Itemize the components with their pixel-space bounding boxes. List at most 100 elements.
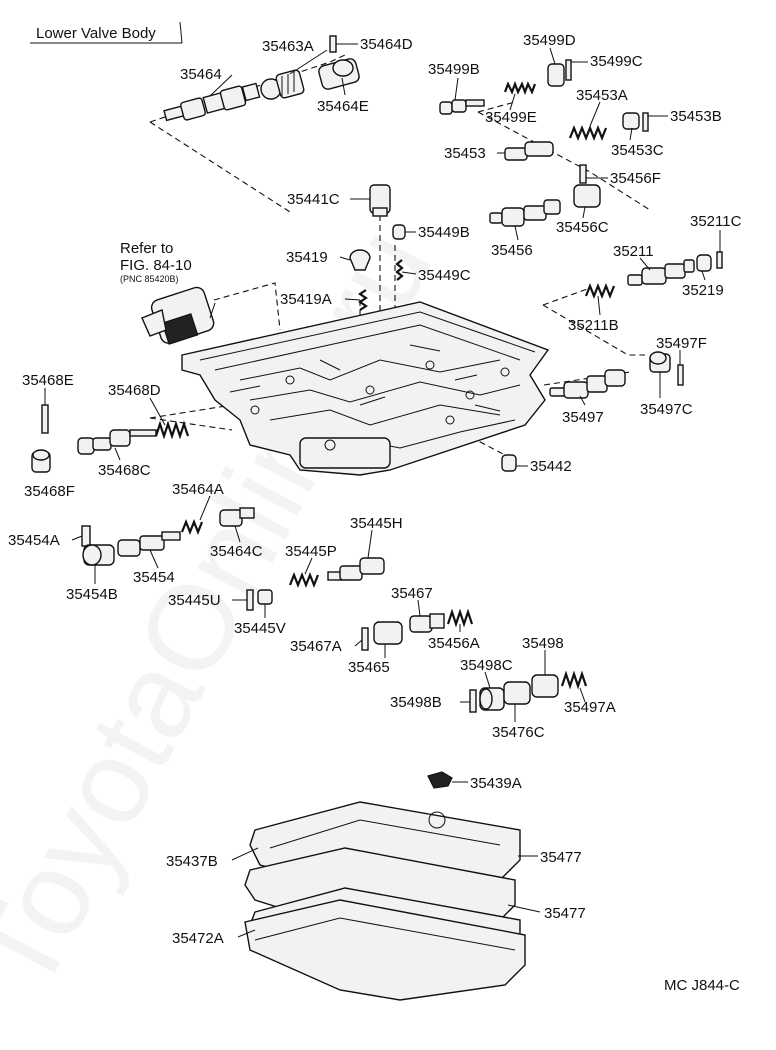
label-35439A: 35439A (470, 775, 522, 792)
label-35456F: 35456F (610, 170, 661, 187)
label-35467A: 35467A (290, 638, 342, 655)
label-35464D: 35464D (360, 36, 413, 53)
leader-lines (44, 43, 721, 938)
label-35454B: 35454B (66, 586, 118, 603)
spring-35449C (395, 259, 404, 281)
pin-35497F (677, 364, 684, 386)
label-35445H: 35445H (350, 515, 403, 532)
spring-35211B (584, 283, 616, 299)
pin-35445U (246, 589, 254, 611)
label-35442: 35442 (530, 458, 572, 475)
spring-35456A (446, 608, 474, 628)
valve-35467 (409, 613, 445, 633)
refer-note-line2: FIG. 84-10 (120, 257, 192, 274)
ball-35449B (392, 224, 406, 240)
pin-35456F (579, 164, 587, 184)
spring-35468D (154, 420, 190, 440)
pin-35498B (469, 689, 477, 713)
label-35464A: 35464A (172, 481, 224, 498)
label-35498B: 35498B (390, 694, 442, 711)
label-35499E: 35499E (485, 109, 537, 126)
label-35453: 35453 (444, 145, 486, 162)
label-35445U: 35445U (168, 592, 221, 609)
valve-35464C (219, 507, 255, 527)
pin-35468E (41, 404, 49, 434)
label-35476C: 35476C (492, 724, 545, 741)
label-35464: 35464 (180, 66, 222, 83)
label-35499B: 35499B (428, 61, 480, 78)
spring-35464A (180, 519, 204, 535)
label-35419A: 35419A (280, 291, 332, 308)
valve-35497 (549, 369, 626, 399)
pin-35454A (81, 525, 91, 547)
label-35456C: 35456C (556, 219, 609, 236)
valve-35499B (439, 99, 485, 115)
plug-35497C (649, 351, 671, 373)
label-35464E: 35464E (317, 98, 369, 115)
label-35437B: 35437B (166, 853, 218, 870)
valve-35445H (327, 557, 385, 581)
pin-35464D (329, 35, 337, 53)
sleeve-35465 (373, 621, 403, 645)
label-35497C: 35497C (640, 401, 693, 418)
label-35472A: 35472A (172, 930, 224, 947)
plug-35219 (696, 254, 712, 272)
pin-35211C (716, 251, 723, 269)
clip-35439A (427, 771, 453, 789)
label-35454: 35454 (133, 569, 175, 586)
label-35497F: 35497F (656, 335, 707, 352)
sleeve-35463A (260, 69, 305, 100)
label-35499C: 35499C (590, 53, 643, 70)
plug-35454B (82, 544, 115, 566)
lower-valve-body (181, 301, 550, 476)
plug-35453C (622, 112, 640, 130)
sleeve-35476C (503, 681, 531, 705)
label-35468F: 35468F (24, 483, 75, 500)
spring-35497A (560, 670, 588, 690)
refer-note-line1: Refer to (120, 240, 173, 257)
label-35468D: 35468D (108, 382, 161, 399)
label-35477-upper: 35477 (540, 849, 582, 866)
part-labels: 35464D 35463A 35464 35464E 35499D 35499C… (8, 32, 742, 947)
label-35463A: 35463A (262, 38, 314, 55)
spring-35499E (503, 80, 537, 96)
plug-35441C (369, 184, 391, 217)
label-35499D: 35499D (523, 32, 576, 49)
label-35467: 35467 (391, 585, 433, 602)
label-35468E: 35468E (22, 372, 74, 389)
pin-35467A (361, 627, 369, 651)
label-35453A: 35453A (576, 87, 628, 104)
solenoid-reference (141, 286, 215, 345)
plug-35464E (318, 58, 360, 90)
label-35465: 35465 (348, 659, 390, 676)
spring-35445P (288, 572, 320, 588)
refer-note-line3: (PNC 85420B) (120, 274, 179, 284)
valve-35454 (117, 531, 181, 557)
label-35211C: 35211C (690, 213, 742, 230)
valve-35453 (504, 141, 554, 161)
separator-plate-35472A (244, 899, 526, 1001)
label-35419: 35419 (286, 249, 328, 266)
label-35498: 35498 (522, 635, 564, 652)
label-35453C: 35453C (611, 142, 664, 159)
valve-35468C (77, 429, 157, 455)
spring-35453A (568, 125, 608, 141)
label-35464C: 35464C (210, 543, 263, 560)
label-35498C: 35498C (460, 657, 513, 674)
label-35445V: 35445V (234, 620, 286, 637)
label-35445P: 35445P (285, 543, 337, 560)
figure-code: MC J844-C (664, 977, 740, 994)
label-35211B: 35211B (568, 317, 619, 334)
valve-35211 (627, 259, 695, 286)
label-35219: 35219 (682, 282, 724, 299)
plug-35499D (547, 63, 565, 87)
plug-35445V (257, 589, 273, 605)
pin-35453B (642, 112, 649, 132)
valve-35456 (489, 199, 561, 227)
plug-35456C (573, 184, 601, 208)
label-35477-lower: 35477 (544, 905, 586, 922)
label-35441C: 35441C (287, 191, 340, 208)
spring-35419A (358, 289, 368, 311)
label-35453B: 35453B (670, 108, 722, 125)
